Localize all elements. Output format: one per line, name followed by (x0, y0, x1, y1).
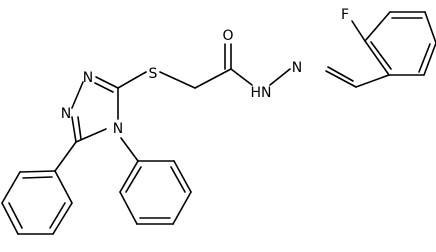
bond-ring-c-6-inner (125, 166, 142, 193)
bond-ring-b-1 (19, 170, 56, 173)
bond-c-ch2 (194, 68, 232, 89)
bond-ring-c-5 (119, 191, 138, 225)
atom-amide-nh: HN (251, 85, 272, 101)
bond-ring-c-6 (119, 160, 139, 193)
bond-n2-n1 (71, 81, 84, 109)
bond-ring-b-6 (54, 170, 73, 204)
bond-c5-n4 (75, 128, 107, 143)
bond-ring-c-2-inner (170, 166, 186, 193)
bond-n-nh (269, 68, 291, 86)
bond-s-c3 (117, 71, 147, 89)
bond-c3-n2 (95, 76, 119, 89)
bond-ring-a-6-inner (370, 41, 392, 70)
bond-ring-b-5 (52, 202, 73, 235)
bond-ring-b-3 (1, 202, 19, 235)
atom-triazole-n4: N (113, 121, 123, 137)
bond-ring-a-4 (423, 42, 436, 76)
bond-ch-n-inner (327, 66, 354, 82)
bond-ring-b-3-inner (8, 202, 23, 229)
bond-ring-b-2 (1, 171, 21, 204)
atom-imine-n: N (292, 60, 302, 76)
bond-n4-phc (120, 137, 139, 162)
bond-ch2-s (159, 71, 196, 89)
bond-nh-c (230, 68, 253, 86)
bond-ring-a-4-inner (418, 43, 431, 73)
bond-ring-c-3 (172, 191, 192, 225)
bond-ch-n (325, 70, 357, 88)
atom-fluorine: F (341, 7, 349, 23)
bond-ring-c-2 (173, 160, 192, 193)
atom-triazole-n1: N (83, 70, 93, 86)
bond-layer (1, 11, 436, 235)
bond-ring-b-1-inner (22, 176, 53, 179)
bond-c5-phb (54, 141, 77, 172)
bond-n1-c5-inner (77, 116, 82, 140)
bond-ring-a-6 (364, 40, 390, 76)
atom-oxygen: O (222, 28, 233, 44)
atom-sulfur: S (149, 66, 158, 82)
atom-triazole-n2: N (61, 106, 71, 122)
bond-ring-a-1 (364, 11, 391, 42)
bond-c-f (351, 20, 366, 42)
bond-ring-a-3 (424, 11, 436, 44)
atom-label-layer: F O S HN N N N N (61, 7, 349, 137)
bond-n1-c5 (71, 116, 77, 143)
bond-ring-b-5-inner (49, 202, 66, 229)
bond-ring-ch (355, 74, 390, 88)
bond-c3-n2-inner (94, 82, 114, 93)
